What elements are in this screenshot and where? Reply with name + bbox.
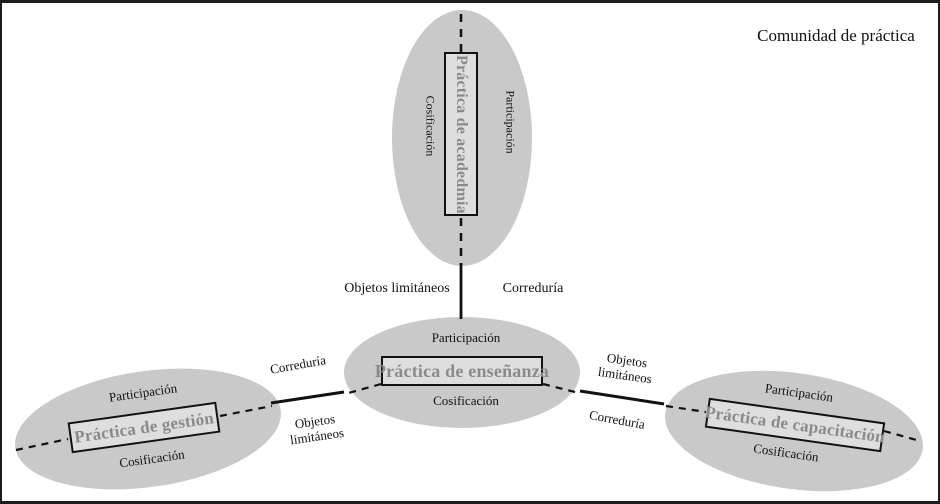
box-practica-ensenanza: Práctica de enseñanza [375,356,549,386]
label-connector-right-objetos-limitaneos: Objetos limitáneos [597,350,653,387]
label-connector-left-objetos-limitaneos: Objetos limitáneos [289,411,345,448]
label-connector-left-correduria: Correduría [268,352,327,377]
box-practica-academia: Práctica de acadedmia [444,52,478,216]
label-connector-right-correduria: Correduría [588,407,647,432]
diagram-title: Comunidad de práctica [757,26,915,45]
label-ensenanza-participacion: Participación [431,330,501,345]
label-academia-cosificacion: Cosificación [423,95,438,157]
line-gestion-ensenanza [270,390,345,405]
label-academia-participacion: Participación [503,90,518,154]
label-connector-top-objetos-limitaneos: Objetos limitáneos [344,281,450,296]
label-connector-top-correduria: Correduría [502,281,564,296]
label-ensenanza-cosificacion: Cosificación [433,393,499,408]
line-ensenanza-capacitacion [579,389,665,406]
